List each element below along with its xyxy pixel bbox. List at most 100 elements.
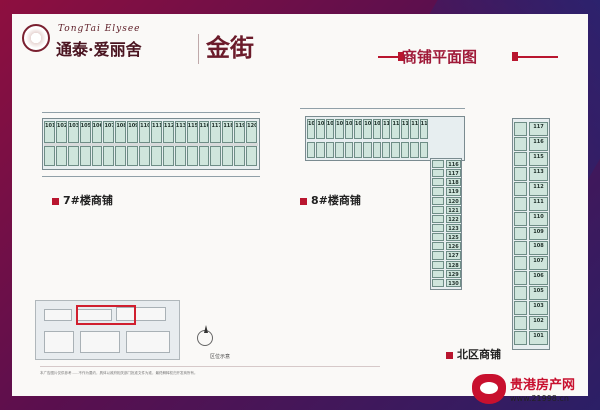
shop-unit: 123 [446, 224, 461, 233]
shop-unit: 113 [410, 119, 419, 139]
shop-unit-lower [103, 146, 115, 166]
shop-unit: 108 [529, 241, 548, 256]
shop-unit: 115 [186, 121, 198, 143]
unit-number: 107 [533, 258, 544, 265]
shop-unit-lower [325, 142, 335, 158]
shop-unit-side [514, 181, 527, 196]
shop-unit: 118 [222, 121, 234, 143]
north-arrow-icon [197, 325, 213, 346]
unit-number: 120 [247, 123, 257, 129]
shop-unit-lower [410, 142, 419, 158]
title-rule-right [518, 56, 558, 58]
unit-number: 113 [533, 168, 544, 175]
shop-unit-lower [372, 142, 382, 158]
unit-number: 130 [448, 280, 459, 287]
shop-unit: 103 [325, 119, 335, 139]
shop-unit: 107 [103, 121, 115, 143]
unit-number: 122 [448, 216, 459, 223]
shop-unit: 129 [446, 269, 461, 278]
shop-unit: 111 [391, 119, 400, 139]
shop-unit-lower [400, 142, 410, 158]
bullet-icon [300, 197, 307, 205]
site-block [116, 307, 166, 321]
shop-unit-side [514, 226, 527, 241]
unit-number: 115 [420, 121, 428, 127]
shop-unit: 116 [446, 160, 461, 169]
unit-number: 111 [152, 123, 162, 129]
shop-unit-lower [139, 146, 150, 166]
shop-unit: 112 [529, 181, 548, 196]
unit-number: 112 [533, 183, 544, 190]
shop-unit-side [432, 169, 444, 178]
shop-unit-lower [44, 146, 55, 166]
shop-unit-side [432, 160, 444, 169]
watermark-url: www.21998.cn [510, 394, 569, 403]
section-label-north-text: 北区商铺 [457, 348, 501, 361]
watermark-site-name: 贵港房产网 [510, 378, 576, 393]
shop-unit: 103 [529, 301, 548, 316]
watermark: 贵港房产网 www.21998.cn [472, 372, 600, 410]
shop-unit: 121 [446, 205, 461, 214]
shop-unit: 101 [44, 121, 55, 143]
unit-number: 113 [175, 123, 186, 129]
shop-unit-side [514, 301, 527, 316]
shop-unit: 119 [446, 187, 461, 196]
shop-unit-lower [316, 142, 325, 158]
footer-rule [40, 366, 380, 367]
shop-unit: 110 [139, 121, 150, 143]
shop-unit: 113 [174, 121, 186, 143]
shop-unit: 101 [529, 331, 548, 345]
shop-unit: 113 [529, 166, 548, 181]
shop-unit: 126 [446, 242, 461, 251]
unit-number: 106 [533, 273, 544, 280]
shop-unit-lower [419, 142, 428, 158]
shop-unit: 127 [446, 251, 461, 260]
unit-number: 106 [345, 121, 353, 127]
shop-unit-side [514, 271, 527, 286]
unit-number: 111 [392, 121, 400, 127]
shop-unit-lower [115, 146, 127, 166]
shop-unit-side [514, 316, 527, 331]
site-block [126, 331, 170, 353]
site-block [44, 331, 74, 353]
shop-unit: 106 [529, 271, 548, 286]
disclaimer-text: 本广告图片仅供参考……不作为要约，具体以政府相关部门批准文件为准，最终解释权归开… [40, 371, 198, 375]
unit-number: 118 [448, 180, 459, 187]
unit-number: 102 [56, 123, 67, 129]
brand-english-name: TongTai Elysee [58, 24, 141, 34]
shop-unit-side [514, 151, 527, 166]
shop-unit: 116 [198, 121, 210, 143]
page-title: 商铺平面图 [402, 48, 478, 66]
unit-number: 111 [533, 198, 544, 205]
unit-number: 112 [163, 123, 174, 129]
dimension-line [42, 176, 260, 177]
shop-unit-lower [344, 142, 353, 158]
unit-number: 117 [448, 171, 459, 178]
shop-unit-lower [151, 146, 162, 166]
unit-number: 115 [187, 123, 198, 129]
shop-unit-side [432, 214, 444, 223]
unit-number: 119 [235, 123, 246, 129]
shop-unit-lower [222, 146, 234, 166]
shop-unit-lower [382, 142, 391, 158]
shop-unit-side [514, 256, 527, 271]
shop-unit: 125 [446, 233, 461, 242]
shop-unit-lower [391, 142, 400, 158]
shop-unit: 120 [446, 196, 461, 205]
unit-number: 103 [326, 121, 334, 127]
shop-unit-side [514, 211, 527, 226]
shop-unit: 109 [127, 121, 139, 143]
unit-number: 103 [68, 123, 79, 129]
unit-number: 106 [92, 123, 103, 129]
shop-unit: 117 [446, 169, 461, 178]
unit-number: 129 [448, 271, 459, 278]
shop-unit-lower [67, 146, 79, 166]
shop-unit-side [514, 196, 527, 211]
unit-number: 123 [448, 226, 459, 232]
unit-number: 107 [354, 121, 362, 127]
shop-unit: 119 [234, 121, 246, 143]
shop-unit: 109 [372, 119, 382, 139]
shop-unit: 103 [67, 121, 79, 143]
unit-number: 128 [448, 262, 459, 269]
shop-unit: 102 [529, 316, 548, 331]
